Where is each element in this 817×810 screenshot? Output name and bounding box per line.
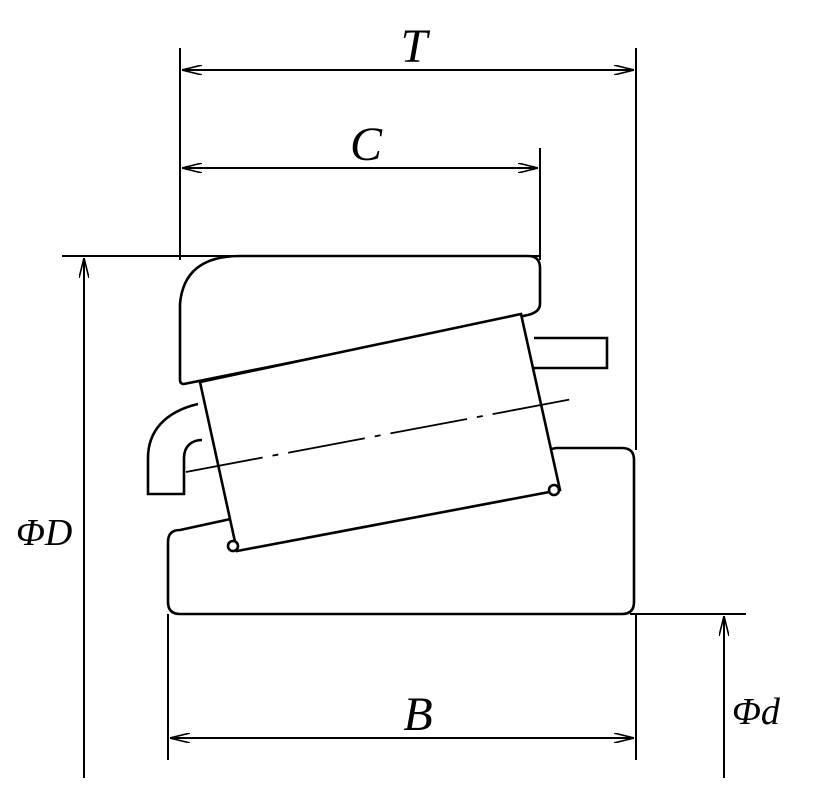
label-b: B [403, 688, 432, 741]
roller-edge-bottom-right [547, 483, 561, 497]
label-bore-diameter: Φd [732, 691, 781, 733]
cage-small-end [146, 402, 203, 496]
label-t: T [401, 20, 431, 73]
roller-axis-centerline [185, 397, 579, 473]
cage-large-end [534, 336, 609, 370]
dimension-lines [84, 70, 724, 778]
label-c: C [350, 118, 383, 171]
label-outer-diameter: ΦD [16, 512, 72, 554]
roller-edge-bottom-left [226, 539, 240, 553]
bearing-cross-section [146, 254, 636, 616]
dimension-labels: T C B ΦD Φd [16, 20, 781, 741]
outer-ring-cup [178, 254, 542, 386]
